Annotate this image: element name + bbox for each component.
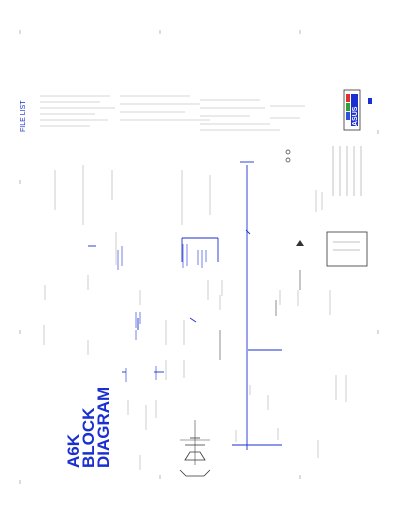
brand-label: ASUS (352, 106, 359, 126)
diagram-title: A6K BLOCK DIAGRAM (64, 386, 113, 468)
blue-net-labels (117, 244, 207, 382)
component-labels (43, 165, 347, 470)
file-list-block (40, 95, 305, 131)
signal-wires (88, 161, 282, 450)
logo-mark (368, 98, 372, 104)
connector-box (326, 231, 368, 267)
speaker-icon (179, 437, 211, 477)
file-list-label: FILE LIST (20, 100, 27, 132)
small-marks-top-right (285, 149, 291, 163)
marker-triangle (296, 240, 304, 246)
asus-logo-icon (343, 89, 361, 131)
frame-ticks (19, 30, 379, 484)
revision-table (332, 146, 362, 196)
title-line-3: DIAGRAM (94, 386, 113, 468)
ground-wires (180, 270, 301, 465)
